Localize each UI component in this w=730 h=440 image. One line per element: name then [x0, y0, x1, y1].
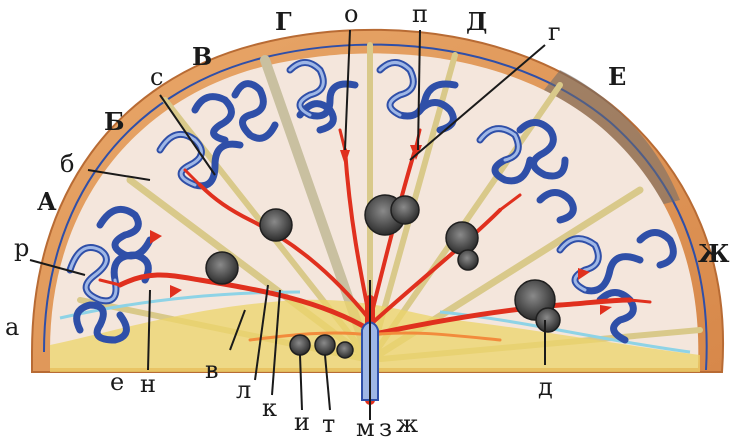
label-r: р — [14, 234, 29, 262]
label-e: е — [110, 368, 124, 396]
label-b: б — [60, 150, 74, 178]
label-E: Е — [608, 62, 626, 91]
label-m: м — [356, 414, 375, 440]
label-o: о — [344, 0, 358, 28]
label-D: Д — [466, 7, 487, 36]
label-n: н — [140, 370, 156, 398]
label-l: л — [236, 376, 251, 404]
label-s: с — [150, 63, 163, 91]
label-d: д — [538, 373, 553, 401]
label-B: Б — [104, 107, 125, 136]
label-G: Г — [275, 7, 292, 36]
label-zh: ж — [396, 410, 418, 438]
label-z: з — [379, 414, 392, 440]
label-p: п — [412, 0, 428, 28]
label-i: и — [294, 408, 310, 436]
label-g: г — [548, 18, 561, 46]
label-V: В — [192, 42, 212, 71]
label-k: к — [262, 394, 277, 422]
label-a: а — [5, 313, 19, 341]
label-t: т — [322, 410, 335, 438]
label-v: в — [205, 356, 219, 384]
label-Zh: Ж — [698, 239, 730, 268]
label-A: А — [37, 187, 57, 216]
